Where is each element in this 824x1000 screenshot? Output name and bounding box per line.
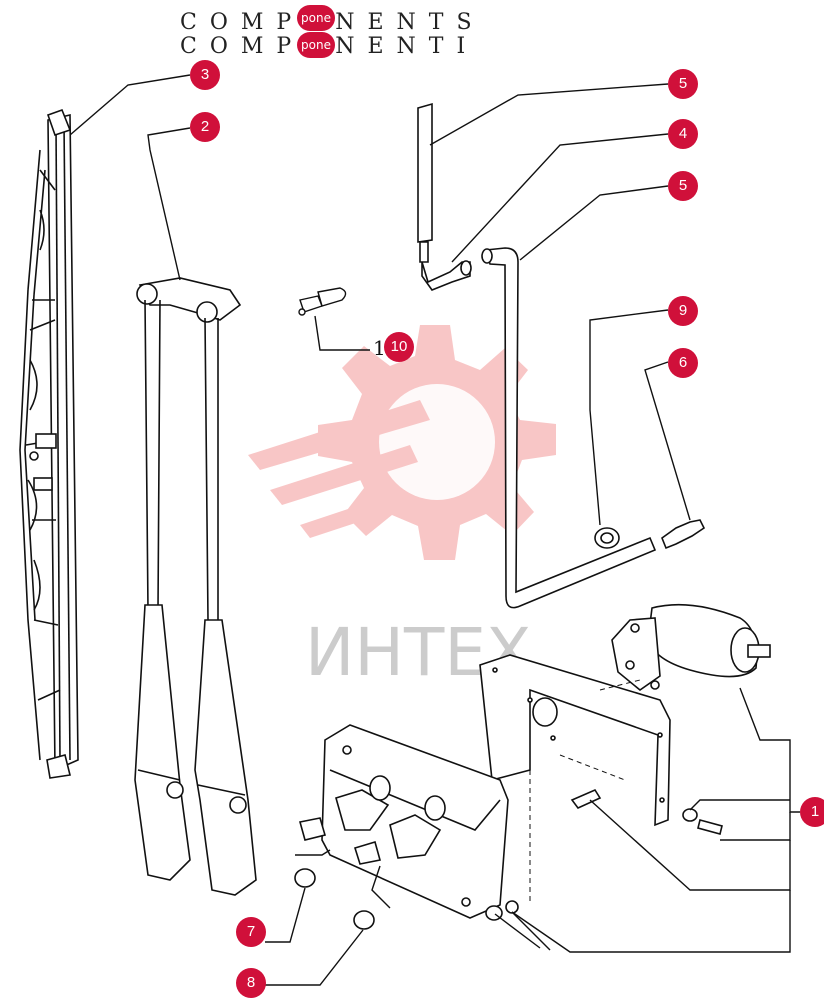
wiper-blade	[19, 108, 79, 779]
callout-10[interactable]: 10	[384, 332, 414, 362]
overlay-pill-1: pone	[297, 5, 335, 31]
check-valve	[421, 260, 472, 291]
callout-6[interactable]: 6	[668, 348, 698, 378]
wiper-arms	[134, 277, 257, 896]
leader-lines	[69, 74, 800, 986]
callout-8[interactable]: 8	[236, 968, 266, 998]
small-connector-part	[298, 287, 370, 351]
callout-2[interactable]: 2	[190, 112, 220, 142]
callout-3[interactable]: 3	[190, 60, 220, 90]
washer-nozzle	[661, 519, 706, 550]
dashed-guides	[529, 679, 641, 905]
grommet	[594, 527, 620, 549]
callout-4[interactable]: 4	[668, 119, 698, 149]
watermark-gear-logo	[248, 325, 556, 560]
callout-9[interactable]: 9	[668, 296, 698, 326]
washer-hoses	[417, 102, 657, 609]
callout-1[interactable]: 1	[800, 797, 824, 827]
overlay-pill-2: pone	[297, 32, 335, 58]
callout-7[interactable]: 7	[236, 917, 266, 947]
wiper-motor	[611, 603, 771, 692]
control-box	[298, 724, 509, 919]
mounting-bracket	[479, 654, 671, 827]
callout-5b[interactable]: 5	[668, 171, 698, 201]
callout-5a[interactable]: 5	[668, 69, 698, 99]
leader-label-10: 1	[373, 336, 386, 360]
